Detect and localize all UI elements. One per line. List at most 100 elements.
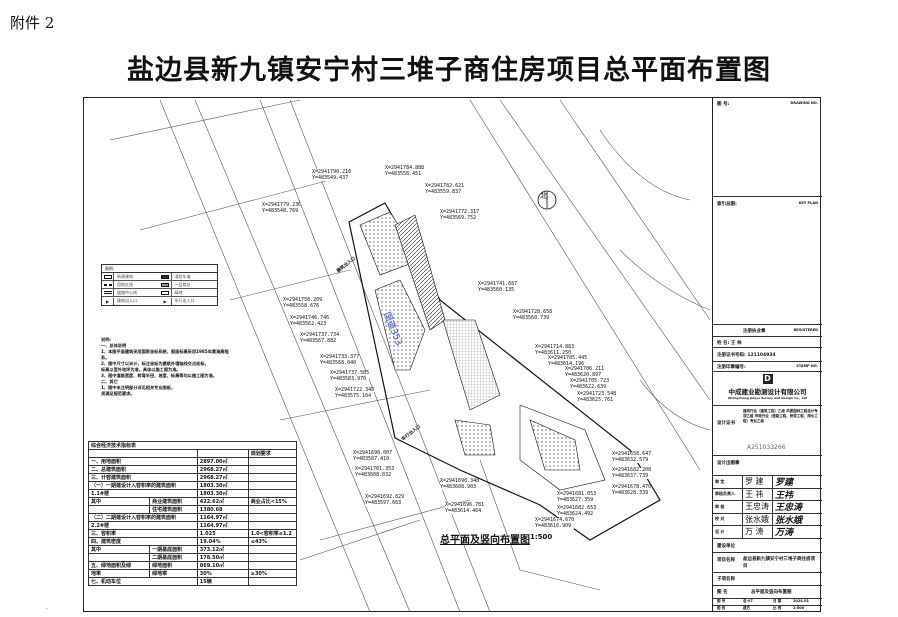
signature-role: 审 核 bbox=[713, 501, 743, 513]
table-cell bbox=[247, 545, 298, 554]
drawing-frame bbox=[83, 97, 821, 612]
coordinate-label: X=2941701.353 Y=483608.032 bbox=[355, 466, 395, 478]
table-cell: （一）一期建设计入容积率的建筑面积 bbox=[88, 481, 198, 490]
coordinate-label: X=2941682.653 Y=483624.492 bbox=[557, 505, 597, 517]
table-cell: 一期基底面积 bbox=[149, 545, 198, 554]
coordinate-label: X=2941714.883 Y=483611.250 bbox=[535, 344, 575, 356]
company-logo-icon: D bbox=[762, 374, 773, 384]
legend-label: 用地红线 bbox=[117, 281, 133, 287]
table-cell bbox=[247, 505, 298, 514]
key-plan-en: KEY PLAN bbox=[798, 201, 818, 205]
coordinate-label: X=2941782.621 Y=483559.837 bbox=[425, 183, 465, 195]
table-cell: 住宅建筑面积 bbox=[149, 505, 198, 514]
plan-scale: 1:500 bbox=[530, 533, 553, 541]
signature-role: 设 计 bbox=[713, 526, 743, 538]
cert-scope: 建筑行业（建筑工程）乙级 风景园林工程设计专项乙级 市政行业（道路工程、桥梁工程… bbox=[743, 409, 818, 423]
note-line: 2、图中尺寸以米计，标注坐标为建筑外墙轴线交点坐标， bbox=[101, 361, 209, 366]
table-cell bbox=[247, 513, 298, 522]
coordinate-label: X=2941678.470 Y=483628.339 bbox=[612, 484, 652, 496]
no-label: 图 号 bbox=[717, 599, 726, 603]
table-cell: 五、绿地面积及绿 bbox=[87, 561, 151, 570]
table-cell: 1.1#楼 bbox=[88, 489, 198, 498]
legend: 图例: 新建建筑消防车道 用地红线一层商业 道路中心线绿地 ▶建筑出入口▶车行出… bbox=[101, 264, 218, 306]
signature-name: 王忠涛 bbox=[743, 501, 773, 513]
coordinate-label: X=2941705.723 Y=483622.639 bbox=[570, 378, 610, 390]
coordinate-label: X=2941692.829 Y=483597.663 bbox=[365, 494, 405, 506]
coordinate-label: X=2941758.209 Y=483558.676 bbox=[283, 297, 323, 309]
signature-handwritten: 罗建 bbox=[775, 478, 794, 489]
table-cell: 绿地面积 bbox=[149, 561, 198, 570]
key-plan-label: 索引总图: bbox=[717, 202, 737, 207]
green-area-icon bbox=[160, 289, 172, 296]
signature-row: 审 定罗 建罗建 bbox=[713, 476, 822, 489]
table-cell: 2968.27㎡ bbox=[196, 473, 249, 482]
project-name: 盐边县新九镇安宁村三堆子商住房项目 bbox=[743, 557, 815, 569]
company-name-en: Zhongcheng Jianye Survey and Design Co.,… bbox=[727, 396, 808, 400]
signature-handwritten: 王祎 bbox=[775, 490, 794, 501]
signature-name: 王 祎 bbox=[743, 488, 773, 500]
client-label: 建设单位 bbox=[717, 544, 735, 549]
coordinate-label: X=2941690.348 Y=483608.903 bbox=[440, 478, 480, 490]
table-cell: 1164.97㎡ bbox=[196, 521, 249, 530]
table-cell: 2968.27㎡ bbox=[196, 465, 249, 474]
signature-row: 审 核王忠涛王忠涛 bbox=[713, 501, 822, 514]
coordinate-label: X=2941728.658 Y=483560.739 bbox=[513, 309, 553, 321]
table-cell: 1380.68 bbox=[196, 505, 249, 514]
table-cell bbox=[247, 553, 298, 562]
coordinate-label: X=2941741.687 Y=483560.135 bbox=[478, 281, 518, 293]
buildings bbox=[359, 211, 606, 491]
coordinate-label: X=2941682.200 Y=483637.739 bbox=[612, 467, 652, 479]
note-line: 1、图中未注明部分详见相关专业图纸， bbox=[101, 385, 176, 390]
centerline-icon bbox=[102, 289, 114, 296]
plan-title: 总平面及竖向布置图 bbox=[440, 535, 530, 546]
coordinate-label: X=2941784.888 Y=483558.451 bbox=[385, 165, 425, 177]
table-cell: 19.04% bbox=[196, 537, 249, 546]
notes: 说明: 一、总体说明 1、本图平面建筑采用国家坐标系统，图面标高采用1985年黄… bbox=[101, 337, 231, 397]
drawing-no-label: 图 号: bbox=[717, 102, 730, 107]
table-cell: 30% bbox=[196, 569, 249, 578]
scale-value: 1:500 bbox=[793, 606, 805, 610]
page-marker: . bbox=[46, 604, 48, 611]
signature-handwritten: 王忠涛 bbox=[775, 503, 803, 514]
table-cell: ≥30% bbox=[247, 569, 298, 578]
table-cell: 二、总建筑面积 bbox=[88, 465, 198, 474]
legend-label: 车行出入口 bbox=[174, 298, 195, 303]
note-line: 1、本图平面建筑采用国家坐标系统，图面标高采用1985年黄海高程系。 bbox=[101, 349, 229, 360]
table-cell: 七、机动车位 bbox=[88, 577, 198, 586]
coordinate-label: X=2941681.053 Y=483627.359 bbox=[557, 491, 597, 503]
signature-row: 审核负责人王 祎王祎 bbox=[713, 488, 822, 501]
table-cell: 1164.97㎡ bbox=[196, 513, 249, 522]
cert-line: 注册证书号码: 121104934 bbox=[717, 353, 776, 358]
table-cell: 其中 bbox=[87, 497, 151, 506]
date-value: 2024.01 bbox=[793, 599, 809, 603]
table-cell: 178.50㎡ bbox=[196, 553, 249, 562]
stamp-line: 注册印章编号: bbox=[717, 365, 746, 370]
table-cell: （二）二期建设计入容积率的建筑面积 bbox=[88, 513, 198, 522]
signature-row: 设 计万 涛万涛 bbox=[713, 526, 822, 539]
project-label: 项目名称 bbox=[717, 558, 735, 563]
date-label: 日 期 bbox=[773, 599, 782, 603]
table-cell: 地率 bbox=[87, 569, 151, 578]
coordinate-label: X=2941746.746 Y=483562.423 bbox=[290, 315, 330, 327]
company-name: 中成建业勘测设计有限公司 bbox=[728, 388, 807, 396]
coordinate-label: X=2941722.348 Y=483575.164 bbox=[335, 387, 375, 399]
stamp-en: STAMP NO. bbox=[796, 364, 818, 368]
table-cell bbox=[247, 521, 298, 530]
coordinate-label: X=2941696.781 Y=483614.464 bbox=[445, 502, 485, 514]
north-label: 北 bbox=[540, 191, 548, 200]
drawing-name-label: 图 名 bbox=[717, 590, 728, 595]
cert-label: 设计证书 bbox=[717, 421, 735, 426]
coordinate-label: X=2941674.670 Y=483616.909 bbox=[535, 517, 575, 529]
table-cell bbox=[247, 473, 298, 482]
signature-handwritten: 万涛 bbox=[775, 528, 794, 539]
note-line: 3、图中道路宽度、转弯半径、坡度、标高等均以施工图为准。 bbox=[101, 373, 217, 378]
type-label: 图 别 bbox=[717, 606, 726, 610]
fire-lane-icon bbox=[160, 273, 172, 280]
reg-seal-en: REGISTERED bbox=[793, 328, 818, 332]
